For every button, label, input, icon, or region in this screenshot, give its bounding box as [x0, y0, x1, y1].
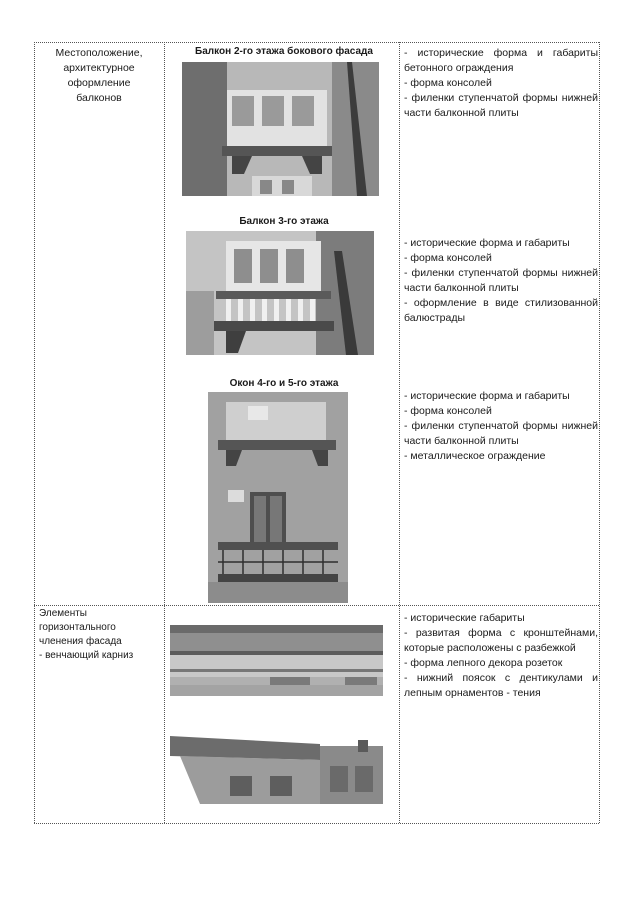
note-line: - форма консолей: [404, 77, 492, 89]
table-column-divider: [399, 42, 400, 823]
note-line: - филенки ступенчатой формы нижней части…: [404, 420, 598, 447]
balcony-photo-drawing: [182, 62, 379, 196]
note-line: - металлическое ограждение: [404, 450, 546, 462]
row-label-line: горизонтального: [39, 622, 116, 633]
notes-balcony-3rd-floor: - исторические форма и габариты - форма …: [404, 236, 598, 326]
row-label-line: - венчающий карниз: [39, 650, 134, 661]
row-label-line: балконов: [76, 92, 122, 104]
row-label-line: архитектурное: [63, 62, 135, 74]
note-line: - нижний поясок с дентикулами и лепным о…: [404, 672, 598, 699]
balcony-photo-drawing: [186, 231, 374, 355]
note-line: - форма лепного декора розеток: [404, 657, 563, 669]
balcony-photo-drawing: [208, 392, 348, 603]
photo-balcony-3rd-floor: [186, 231, 374, 355]
row-label-balconies: Местоположение, архитектурное оформление…: [39, 46, 159, 106]
notes-windows-4th-5th-floor: - исторические форма и габариты - форма …: [404, 389, 598, 464]
table-border-bottom: [34, 823, 599, 824]
note-line: - форма консолей: [404, 252, 492, 264]
note-line: - филенки ступенчатой формы нижней части…: [404, 92, 598, 119]
table-border-top: [34, 42, 599, 43]
note-line: - развитая форма с кронштейнами, которые…: [404, 627, 598, 654]
row-label-line: оформление: [67, 77, 131, 89]
row-label-horizontal-elements: Элементы горизонтального членения фасада…: [39, 607, 159, 663]
cornice-photo-drawing: [170, 726, 383, 804]
cornice-photo-drawing: [170, 625, 383, 696]
table-row-divider: [34, 605, 599, 606]
row-label-line: членения фасада: [39, 636, 122, 647]
photo-cornice-detail: [170, 625, 383, 696]
notes-balcony-2nd-floor: - исторические форма и габариты бетонног…: [404, 46, 598, 121]
row-label-line: Местоположение,: [55, 47, 143, 59]
note-line: - форма консолей: [404, 405, 492, 417]
photo-caption: Балкон 3-го этажа: [239, 216, 329, 227]
note-line: - исторические форма и габариты: [404, 237, 570, 249]
table-border-left: [34, 42, 35, 823]
photo-balcony-2nd-floor: [182, 62, 379, 196]
photo-windows-4th-5th-floor: [208, 392, 348, 603]
note-line: - филенки ступенчатой формы нижней части…: [404, 267, 598, 294]
note-line: - оформление в виде стилизованной балюст…: [404, 297, 598, 324]
table-column-divider: [164, 42, 165, 823]
notes-cornice: - исторические габариты - развитая форма…: [404, 611, 598, 701]
photo-caption: Балкон 2-го этажа бокового фасада: [195, 46, 373, 57]
photo-caption: Окон 4-го и 5-го этажа: [229, 378, 339, 389]
note-line: - исторические форма и габариты бетонног…: [404, 47, 598, 74]
row-label-line: Элементы: [39, 608, 87, 619]
note-line: - исторические форма и габариты: [404, 390, 570, 402]
note-line: - исторические габариты: [404, 612, 525, 624]
photo-cornice-corner: [170, 726, 383, 804]
table-border-right: [599, 42, 600, 823]
